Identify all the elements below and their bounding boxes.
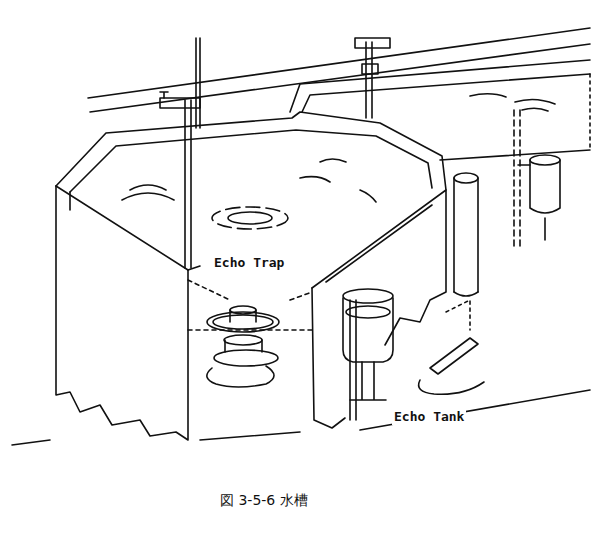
floor-line — [188, 280, 312, 300]
tank-wall-edge — [70, 192, 200, 270]
pipe — [366, 42, 372, 118]
ripples — [470, 94, 555, 111]
tank-rim-inner — [70, 130, 432, 192]
pipe — [514, 110, 520, 250]
echo-trap — [213, 315, 273, 329]
ripple — [212, 207, 288, 229]
cylinder — [454, 292, 478, 296]
thermometer-rod — [196, 38, 200, 128]
tank-wall-top — [56, 186, 188, 270]
bottle — [530, 155, 560, 165]
part-label: Echo Tank — [392, 410, 466, 425]
hidden-line — [446, 300, 470, 330]
echo-trap-base — [207, 366, 274, 387]
echo-trap — [207, 312, 279, 332]
tank-wall-left — [56, 186, 188, 440]
back-tank-rim — [440, 150, 590, 160]
pipe — [185, 100, 191, 268]
echo-trap — [230, 310, 256, 322]
back-tank-rim — [290, 60, 590, 112]
tank-rim-outer — [56, 112, 446, 190]
echo-tank-pipe — [350, 300, 356, 420]
back-tank-rim — [302, 74, 590, 112]
cylinder — [454, 173, 478, 183]
part-label: Echo Trap — [212, 256, 286, 271]
chute — [430, 338, 478, 374]
tank-wall-top — [326, 205, 432, 282]
bottle — [530, 160, 560, 213]
tank-wall-right — [312, 190, 446, 345]
ledge-line — [90, 44, 590, 112]
cylinder — [454, 178, 478, 292]
echo-trap-base — [224, 335, 262, 345]
faucet — [160, 98, 200, 108]
figure-caption: 図 3-5-6 水槽 — [218, 492, 310, 508]
ground-line — [12, 390, 590, 445]
echo-tank — [346, 306, 390, 318]
ripples — [122, 159, 376, 202]
faucet — [355, 38, 390, 48]
chute-base — [419, 380, 484, 394]
ledge-line — [88, 28, 590, 98]
bottle-pipe — [518, 165, 545, 240]
back-tank-wall — [589, 74, 591, 150]
valve — [362, 64, 378, 74]
echo-trap-base — [214, 350, 278, 366]
ripple — [228, 212, 272, 224]
tank-wall-right — [312, 288, 345, 428]
echo-trap — [230, 306, 256, 314]
faucet-handle — [160, 92, 168, 98]
